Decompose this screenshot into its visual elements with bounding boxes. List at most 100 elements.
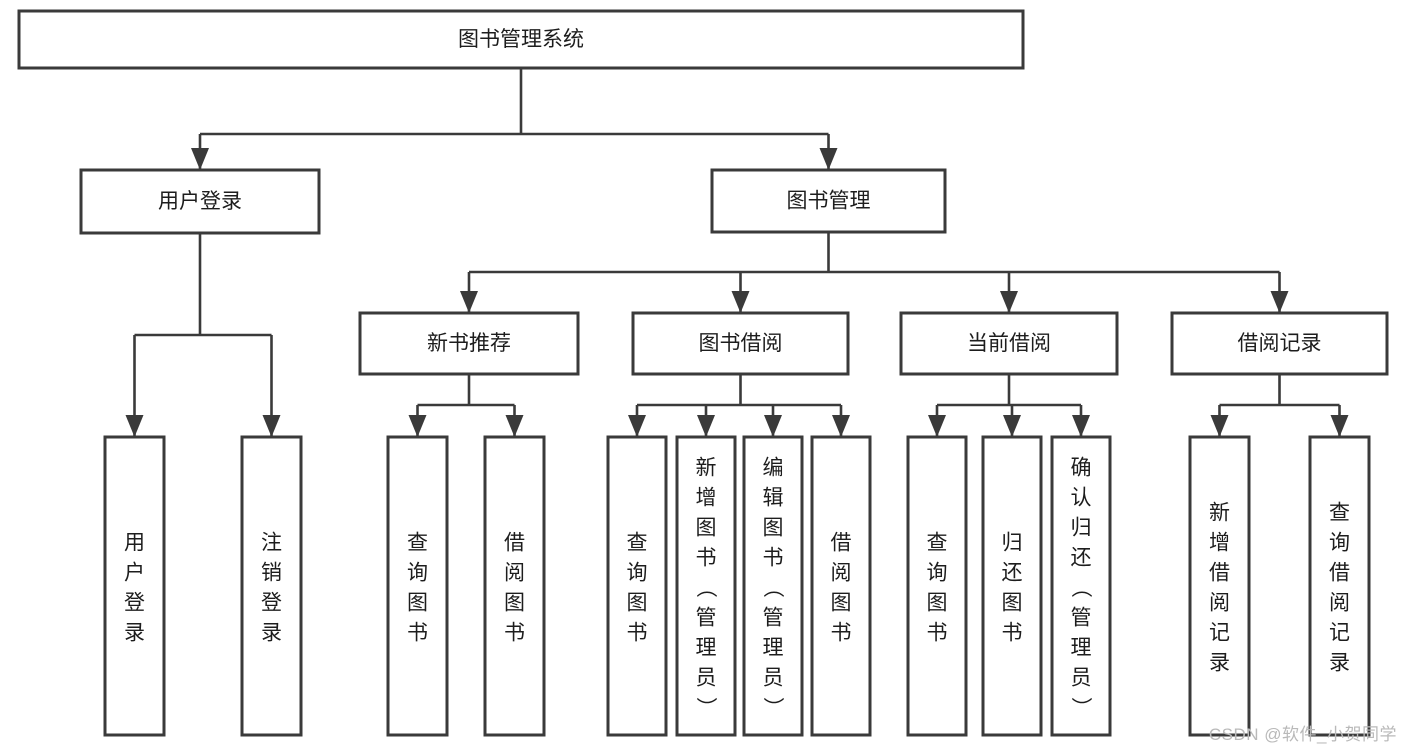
book-manage-arrow-3 [1270, 291, 1289, 313]
user-login-arrow-0 [125, 415, 144, 437]
svg-text:查: 查 [927, 531, 948, 554]
svg-text:书: 书 [407, 621, 428, 644]
leaf-box-leaf-borrow-book-1[interactable] [483, 435, 546, 737]
root-arrow-1 [819, 148, 838, 170]
node-current-borrow-box[interactable] [899, 311, 1119, 376]
leaf-box-leaf-return-book[interactable] [981, 435, 1043, 737]
node-borrow-record-box[interactable] [1170, 311, 1389, 376]
svg-text:（: （ [1069, 577, 1092, 598]
node-new-book-recommend-box[interactable] [358, 311, 580, 376]
leaf-box-leaf-query-book-2[interactable] [606, 435, 668, 737]
node-borrow-record-label: 借阅记录 [1238, 332, 1322, 355]
connector-layer [125, 68, 1349, 437]
svg-text:录: 录 [1209, 651, 1230, 674]
svg-text:图: 图 [407, 591, 428, 614]
current-borrow-arrow-2 [1072, 415, 1090, 437]
svg-text:注: 注 [261, 531, 282, 554]
root-arrow-0 [191, 148, 209, 170]
svg-text:录: 录 [261, 621, 282, 644]
svg-text:理: 理 [763, 636, 784, 659]
svg-text:管: 管 [763, 606, 784, 629]
svg-text:编: 编 [763, 456, 784, 479]
svg-text:登: 登 [261, 591, 282, 614]
svg-text:管: 管 [696, 606, 717, 629]
svg-text:书: 书 [927, 621, 948, 644]
svg-text:图: 图 [763, 516, 784, 539]
svg-text:）: ） [1069, 697, 1092, 718]
svg-text:录: 录 [124, 621, 145, 644]
svg-text:借: 借 [1329, 561, 1350, 584]
book-manage-arrow-2 [1000, 291, 1018, 313]
svg-text:认: 认 [1071, 486, 1092, 509]
svg-text:确: 确 [1071, 456, 1092, 479]
svg-text:增: 增 [1209, 531, 1230, 554]
borrow-record-arrow-0 [1210, 415, 1229, 437]
svg-text:归: 归 [1071, 516, 1092, 539]
svg-text:辑: 辑 [763, 486, 784, 509]
leaf-box-leaf-user-login[interactable] [103, 435, 166, 737]
svg-text:（: （ [761, 577, 784, 598]
svg-text:阅: 阅 [504, 561, 525, 584]
svg-text:员: 员 [1071, 666, 1092, 689]
leaf-box-leaf-user-logout[interactable] [240, 435, 303, 737]
svg-text:询: 询 [927, 561, 948, 584]
node-layer: 图书管理系统用户登录图书管理新书推荐图书借阅当前借阅借阅记录用户登录注销登录查询… [17, 9, 1389, 737]
leaf-box-leaf-query-record[interactable] [1308, 435, 1371, 737]
svg-text:询: 询 [1329, 531, 1350, 554]
svg-text:增: 增 [696, 486, 717, 509]
leaf-label-leaf-user-login: 用户登录 [124, 531, 145, 644]
node-current-borrow-label: 当前借阅 [967, 332, 1051, 355]
svg-text:图: 图 [627, 591, 648, 614]
leaf-box-leaf-query-book-1[interactable] [386, 435, 449, 737]
svg-text:用: 用 [124, 531, 145, 554]
svg-text:书: 书 [696, 546, 717, 569]
leaf-box-leaf-add-book[interactable] [675, 435, 737, 737]
book-borrow-arrow-0 [628, 415, 646, 437]
new-book-recommend-arrow-0 [408, 415, 427, 437]
node-book-borrow-box[interactable] [631, 311, 850, 376]
node-user-login-box[interactable] [79, 168, 321, 235]
leaf-box-leaf-query-book-3[interactable] [906, 435, 968, 737]
svg-text:阅: 阅 [1329, 591, 1350, 614]
svg-text:图: 图 [927, 591, 948, 614]
svg-text:书: 书 [627, 621, 648, 644]
svg-text:）: ） [761, 697, 784, 718]
leaf-box-leaf-confirm-return[interactable] [1050, 435, 1112, 737]
svg-text:还: 还 [1002, 561, 1023, 584]
svg-text:借: 借 [1209, 561, 1230, 584]
svg-text:户: 户 [124, 561, 145, 584]
svg-text:图: 图 [504, 591, 525, 614]
svg-text:书: 书 [1002, 621, 1023, 644]
svg-text:书: 书 [504, 621, 525, 644]
svg-text:理: 理 [696, 636, 717, 659]
leaf-box-leaf-edit-book[interactable] [742, 435, 804, 737]
node-new-book-recommend-label: 新书推荐 [427, 332, 511, 355]
csdn-watermark: CSDN @软件_小贺同学 [1208, 725, 1397, 744]
svg-text:借: 借 [831, 531, 852, 554]
node-book-manage-label: 图书管理 [787, 190, 871, 213]
leaf-box-leaf-add-record[interactable] [1188, 435, 1251, 737]
svg-text:管: 管 [1071, 606, 1092, 629]
book-manage-arrow-0 [460, 291, 478, 313]
node-book-manage-box[interactable] [710, 168, 947, 234]
leaf-box-leaf-borrow-book-2[interactable] [810, 435, 872, 737]
user-login-arrow-1 [262, 415, 281, 437]
svg-text:销: 销 [261, 561, 282, 584]
svg-text:归: 归 [1002, 531, 1023, 554]
svg-text:）: ） [694, 697, 717, 718]
svg-text:阅: 阅 [831, 561, 852, 584]
svg-text:图: 图 [696, 516, 717, 539]
node-root-box[interactable] [17, 9, 1025, 70]
svg-text:理: 理 [1071, 636, 1092, 659]
new-book-recommend-arrow-1 [505, 415, 524, 437]
